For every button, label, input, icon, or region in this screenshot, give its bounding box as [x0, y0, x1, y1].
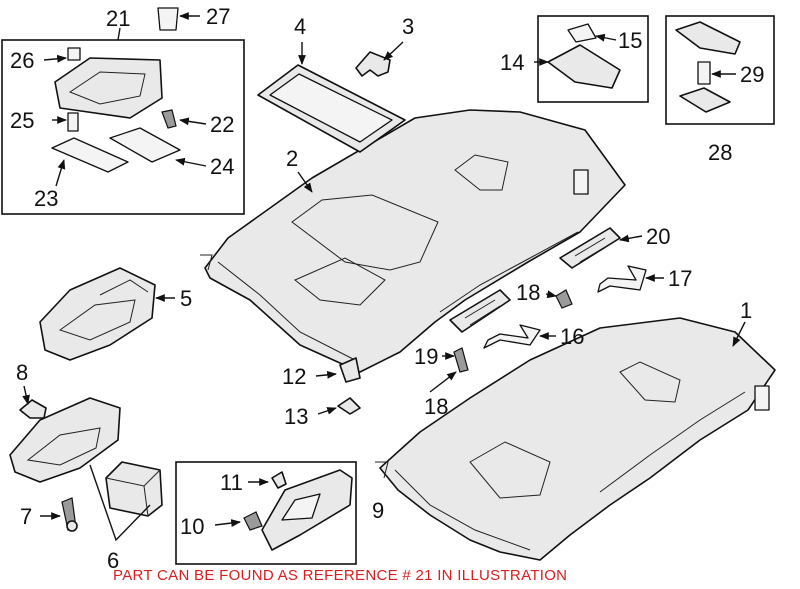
sunvisor-9 — [243, 469, 353, 551]
handle-16 — [483, 324, 541, 349]
bracket-8 — [19, 399, 47, 419]
group-21-parts — [51, 47, 181, 173]
callout-25: 25 — [10, 108, 34, 133]
callout-21: 21 — [106, 6, 130, 31]
callout-23: 23 — [34, 186, 58, 211]
group-box-9 — [175, 461, 357, 565]
callout-10: 10 — [180, 514, 204, 539]
callout-3: 3 — [402, 14, 414, 39]
callout-8: 8 — [16, 360, 28, 385]
callout-4: 4 — [294, 14, 306, 39]
callout-12: 12 — [282, 364, 306, 389]
callout-11: 11 — [220, 470, 243, 495]
callout-20: 20 — [646, 224, 670, 249]
block-6 — [105, 461, 163, 517]
group-box-28 — [665, 15, 775, 125]
callout-2: 2 — [286, 146, 298, 171]
callout-16: 16 — [560, 324, 584, 349]
group-box-21 — [1, 39, 245, 215]
clip-3 — [355, 51, 391, 77]
group-box-14 — [537, 15, 649, 103]
callout-19: 19 — [414, 344, 438, 369]
callout-18a: 18 — [516, 280, 540, 305]
group-28-parts — [675, 21, 741, 113]
callout-18b: 18 — [424, 394, 448, 419]
handle-17 — [597, 265, 647, 293]
callout-13: 13 — [284, 404, 308, 429]
clip-12 — [339, 357, 361, 383]
callout-5: 5 — [180, 286, 192, 311]
screw-18 — [453, 289, 573, 373]
group-14-parts — [547, 23, 621, 89]
console-5 — [39, 267, 156, 361]
footer-note: PART CAN BE FOUND AS REFERENCE # 21 IN I… — [113, 567, 567, 584]
headliner-upper — [200, 109, 626, 373]
callout-26: 26 — [10, 48, 34, 73]
callout-22: 22 — [210, 112, 234, 137]
callout-27: 27 — [206, 4, 230, 29]
callout-1: 1 — [740, 298, 752, 323]
lamp-19 — [449, 289, 511, 333]
callout-24: 24 — [210, 154, 234, 179]
callout-6: 6 — [107, 548, 119, 573]
clip-13 — [337, 397, 361, 415]
callout-15: 15 — [618, 28, 642, 53]
leader-lines — [22, 12, 746, 542]
callout-9: 9 — [372, 498, 384, 523]
sunvisor-glass-4 — [257, 64, 406, 153]
headliner-lower — [375, 317, 776, 561]
callout-labels: 1 2 3 4 5 6 7 8 9 10 11 12 13 14 15 16 1… — [10, 4, 764, 573]
screw-7 — [61, 497, 78, 532]
callout-7: 7 — [20, 504, 32, 529]
callout-28: 28 — [708, 140, 732, 165]
callout-17: 17 — [668, 266, 692, 291]
callout-29: 29 — [740, 62, 764, 87]
callout-14: 14 — [500, 50, 524, 75]
bulb-27 — [157, 7, 179, 31]
